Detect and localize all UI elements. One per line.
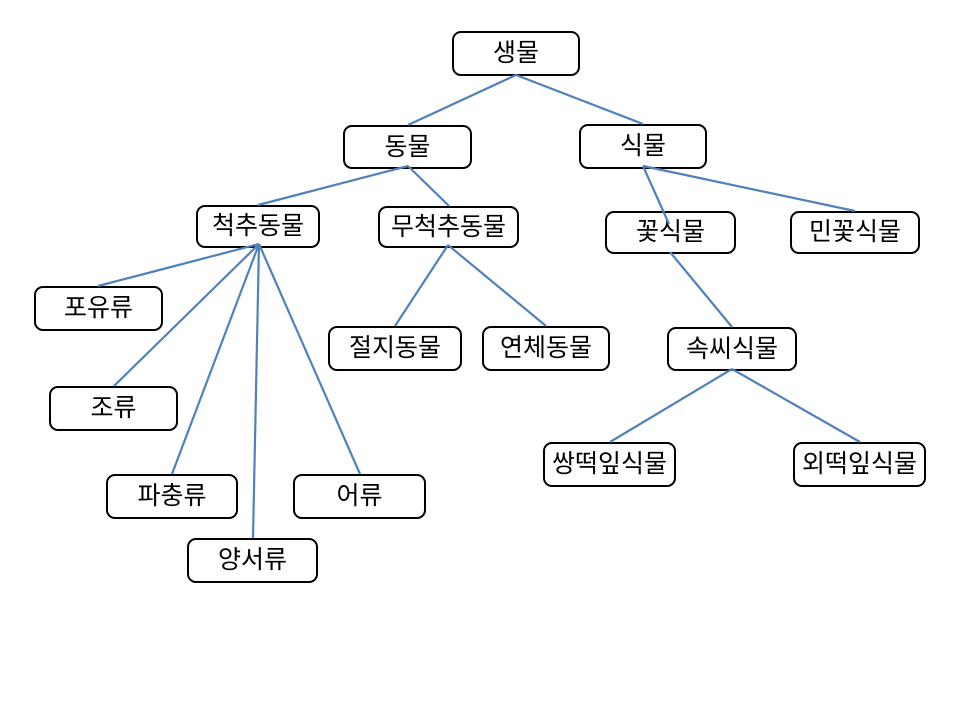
edge-animal-invertebrate bbox=[407, 165, 450, 207]
node-animal: 동물 bbox=[343, 125, 472, 169]
node-amphibian-label: 양서류 bbox=[217, 546, 287, 574]
node-dicot: 쌍떡잎식물 bbox=[543, 442, 676, 487]
node-arthropod: 절지동물 bbox=[328, 326, 462, 371]
node-mammal-label: 포유류 bbox=[63, 294, 133, 322]
node-flowering-plant-label: 꽃식물 bbox=[635, 218, 705, 246]
node-vertebrate: 척추동물 bbox=[196, 205, 320, 248]
node-animal-label: 동물 bbox=[384, 132, 431, 161]
node-fish-label: 어류 bbox=[336, 482, 383, 510]
node-fish: 어류 bbox=[293, 474, 426, 519]
node-invertebrate-label: 무척추동물 bbox=[390, 212, 506, 241]
node-vertebrate-label: 척추동물 bbox=[211, 212, 304, 240]
edge-angiosperm-dicot bbox=[609, 368, 733, 443]
node-plant-label: 식물 bbox=[619, 132, 666, 160]
node-organism: 생물 bbox=[452, 31, 580, 76]
node-flowering-plant: 꽃식물 bbox=[605, 211, 736, 254]
node-mollusk-label: 연체동물 bbox=[499, 334, 592, 362]
node-invertebrate: 무척추동물 bbox=[378, 206, 519, 248]
edge-flowering-angiosperm bbox=[669, 251, 733, 328]
node-reptile: 파충류 bbox=[106, 474, 238, 519]
node-monocot-label: 외떡잎식물 bbox=[801, 450, 917, 478]
node-bird-label: 조류 bbox=[90, 394, 137, 422]
node-amphibian: 양서류 bbox=[187, 538, 318, 583]
edge-organism-animal bbox=[407, 74, 517, 126]
edge-vertebrate-reptile bbox=[170, 243, 261, 475]
node-organism-label: 생물 bbox=[492, 39, 539, 67]
node-angiosperm-label: 속씨식물 bbox=[685, 334, 778, 363]
node-non-flowering-plant: 민꽃식물 bbox=[790, 211, 920, 254]
node-bird: 조류 bbox=[49, 386, 178, 431]
node-reptile-label: 파충류 bbox=[137, 482, 207, 510]
edge-vertebrate-mammal bbox=[97, 242, 260, 288]
node-non-flowering-plant-label: 민꽃식물 bbox=[808, 218, 901, 246]
edge-animal-vertebrate bbox=[257, 164, 409, 207]
node-angiosperm: 속씨식물 bbox=[667, 327, 797, 371]
node-plant: 식물 bbox=[579, 124, 707, 169]
edge-plant-non-flowering bbox=[642, 164, 856, 213]
edge-vertebrate-amphibian bbox=[251, 243, 261, 539]
node-mammal: 포유류 bbox=[34, 286, 163, 331]
edge-organism-plant bbox=[515, 73, 644, 126]
node-dicot-label: 쌍떡잎식물 bbox=[551, 450, 667, 478]
edge-angiosperm-monocot bbox=[731, 368, 861, 443]
node-monocot: 외떡잎식물 bbox=[793, 442, 926, 487]
node-arthropod-label: 절지동물 bbox=[348, 334, 441, 362]
node-mollusk: 연체동물 bbox=[482, 326, 610, 371]
edge-invertebrate-mollusk bbox=[447, 244, 547, 327]
edge-invertebrate-arthropod bbox=[394, 244, 449, 327]
